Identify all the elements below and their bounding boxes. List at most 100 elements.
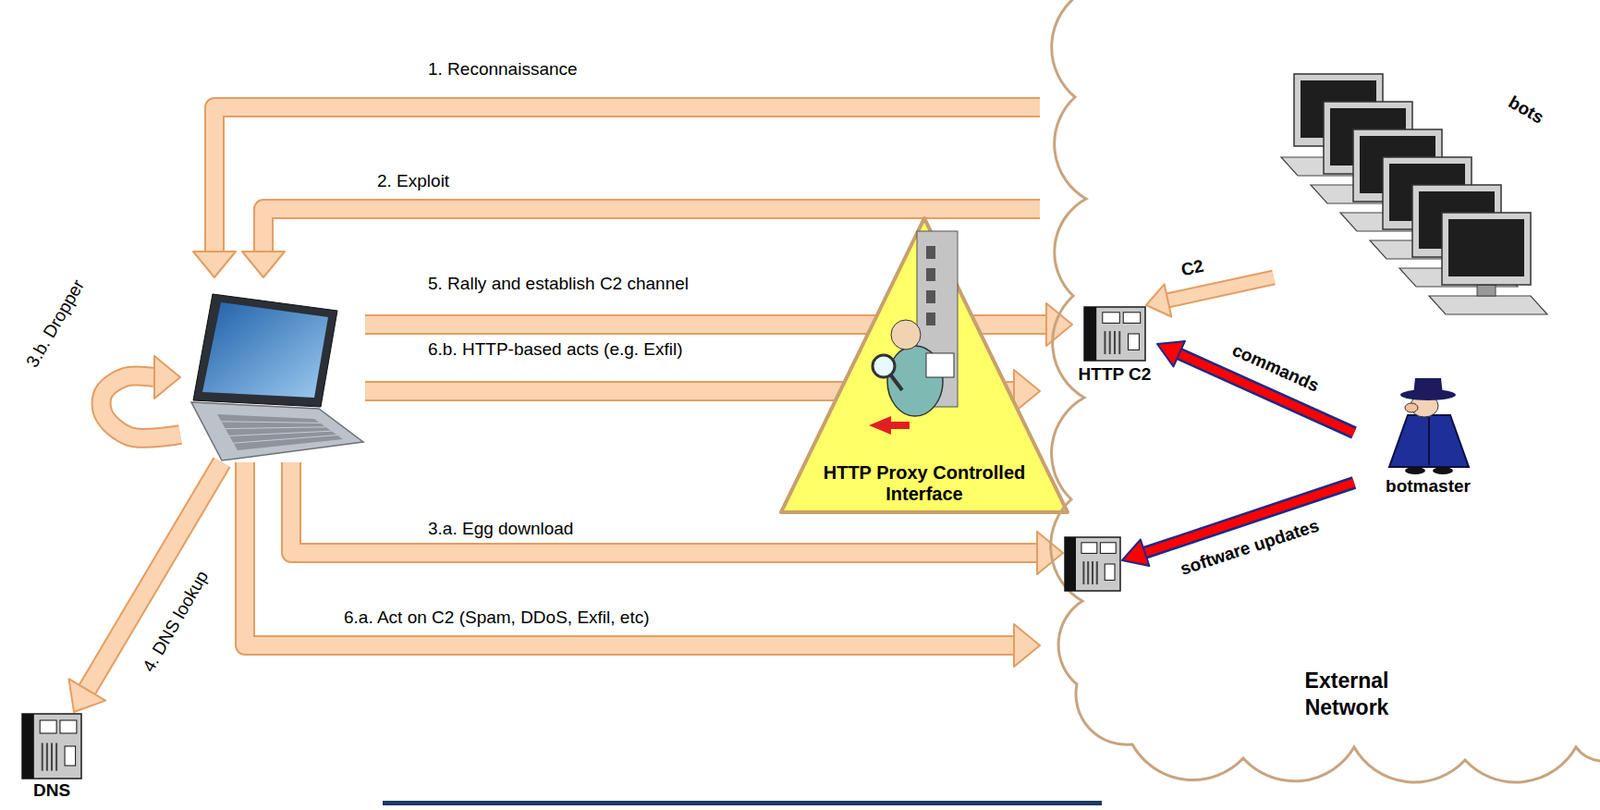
arrow-head — [242, 251, 285, 278]
server-icon-part — [55, 743, 58, 771]
victim-laptop-drawing-part — [225, 427, 327, 429]
botmaster-figure-drawing-part — [1389, 415, 1469, 467]
server-icon-part — [1123, 312, 1140, 324]
node-label: bots — [1501, 89, 1552, 131]
edge-label: 1. Reconnaissance — [427, 59, 578, 80]
edge-label: C2 — [1179, 256, 1206, 281]
attack-arrow — [1146, 277, 1274, 317]
server-icon-part — [1099, 542, 1116, 554]
edge-label: 3.b. Dropper — [22, 276, 89, 371]
proxy-triangle-drawing-part — [891, 319, 921, 350]
edge-label: 5. Rally and establish C2 channel — [427, 273, 689, 294]
arrow-head — [1013, 623, 1040, 667]
server-icon-part — [1064, 537, 1076, 591]
proxy-triangle-drawing-part — [926, 312, 936, 326]
attack-arrow — [291, 462, 1063, 575]
botmaster-figure-drawing-part — [1413, 378, 1443, 395]
server-icon-part — [1128, 333, 1140, 350]
edge-label: 6.b. HTTP-based acts (e.g. Exfil) — [427, 339, 684, 360]
arrow-head — [154, 355, 181, 399]
proxy-triangle-drawing-part — [926, 245, 936, 259]
arrow-head — [1146, 283, 1172, 317]
bot-computer — [1429, 212, 1548, 315]
proxy-triangle-drawing-part — [781, 218, 1068, 513]
edge-label: 3.a. Egg download — [427, 518, 574, 539]
botmaster-figure-drawing-part — [1404, 403, 1418, 413]
edge-label: 2. Exploit — [377, 170, 450, 192]
proxy-triangle-drawing-part — [891, 375, 903, 391]
proxy-triangle-drawing-part — [926, 290, 936, 304]
server-icon — [1084, 306, 1146, 361]
server-icon — [22, 713, 82, 779]
bot-computer-part — [1429, 295, 1548, 315]
proxy-triangle-drawing-part — [891, 421, 910, 429]
c2-server: HTTP C2 — [1072, 305, 1158, 391]
node-label: HTTP Proxy Controlled Interface — [818, 462, 1031, 505]
bot-computer-part — [1441, 212, 1531, 285]
proxy-triangle: HTTP Proxy Controlled Interface — [776, 214, 1073, 520]
server-icon-part — [1091, 561, 1094, 585]
server-icon-part — [1064, 537, 1121, 591]
server-icon-part — [1104, 563, 1115, 580]
server-icon-part — [39, 720, 57, 733]
victim-laptop-drawing-part — [220, 421, 320, 424]
server-icon-part — [1109, 330, 1112, 355]
arrow-head — [1122, 539, 1149, 566]
victim-laptop-drawing — [180, 277, 366, 463]
server-icon-part — [1087, 561, 1089, 585]
dns-server: DNS — [12, 711, 91, 807]
server-icon-part — [1084, 306, 1146, 361]
external-network-cloud-drawing-part — [1050, 0, 1600, 782]
external-network-cloud: External Network botsHTTP C2 botmaster — [1039, 0, 1600, 805]
arrow-head — [1157, 341, 1185, 367]
proxy-triangle-drawing-part — [926, 353, 954, 378]
server-icon-part — [1081, 542, 1098, 554]
arrow-head — [68, 678, 106, 712]
server-icon-part — [1082, 561, 1085, 585]
node-label: HTTP C2 — [1072, 364, 1158, 385]
server-icon-part — [41, 743, 44, 771]
victim-laptop-drawing-part — [229, 430, 331, 436]
update-server — [1062, 534, 1123, 594]
arrow-head — [1046, 303, 1073, 346]
victim-laptop — [180, 277, 366, 463]
attack-arrow — [244, 462, 1040, 667]
server-icon-part — [1113, 330, 1116, 355]
update-server-drawing — [1062, 534, 1123, 594]
proxy-triangle-drawing-part — [872, 354, 895, 378]
server-icon-part — [64, 745, 76, 766]
server-icon-part — [1102, 312, 1120, 324]
bot-computer-part — [1477, 284, 1496, 296]
server-icon-part — [60, 720, 77, 733]
node-label: DNS — [12, 780, 91, 801]
bot-computer-part — [1448, 219, 1525, 277]
edge-label: 6.a. Act on C2 (Spam, DDoS, Exfil, etc) — [343, 607, 650, 628]
node-label: External Network — [1286, 667, 1407, 721]
arrow-body — [86, 462, 222, 690]
victim-laptop-drawing-part — [217, 414, 343, 451]
botmaster-figure-drawing-part — [1432, 466, 1454, 475]
footer-rule — [382, 800, 1102, 806]
server-icon-part — [22, 713, 35, 779]
server-icon-part — [46, 743, 49, 771]
arrow-outline — [214, 107, 1040, 252]
edge-label: software updates — [1177, 514, 1321, 579]
attack-arrow — [101, 355, 181, 439]
botmaster-figure-drawing-part — [1404, 466, 1426, 475]
arrow-body — [1167, 277, 1274, 301]
bot-group: bots — [1273, 66, 1570, 321]
server-icon-part — [1084, 306, 1097, 361]
victim-laptop-drawing-part — [202, 302, 329, 398]
arrow-body — [214, 107, 1040, 252]
proxy-triangle-drawing-part — [868, 415, 892, 435]
server-icon-part — [50, 743, 53, 771]
victim-laptop-drawing-part — [193, 293, 338, 407]
arrow-outline — [86, 462, 222, 690]
botmaster-figure: botmaster — [1354, 374, 1503, 504]
server-icon-part — [1096, 561, 1099, 585]
server-icon-part — [1118, 330, 1121, 355]
attack-arrow — [68, 462, 222, 712]
proxy-triangle-drawing-part — [926, 268, 936, 281]
arrow-outline — [1167, 277, 1274, 301]
